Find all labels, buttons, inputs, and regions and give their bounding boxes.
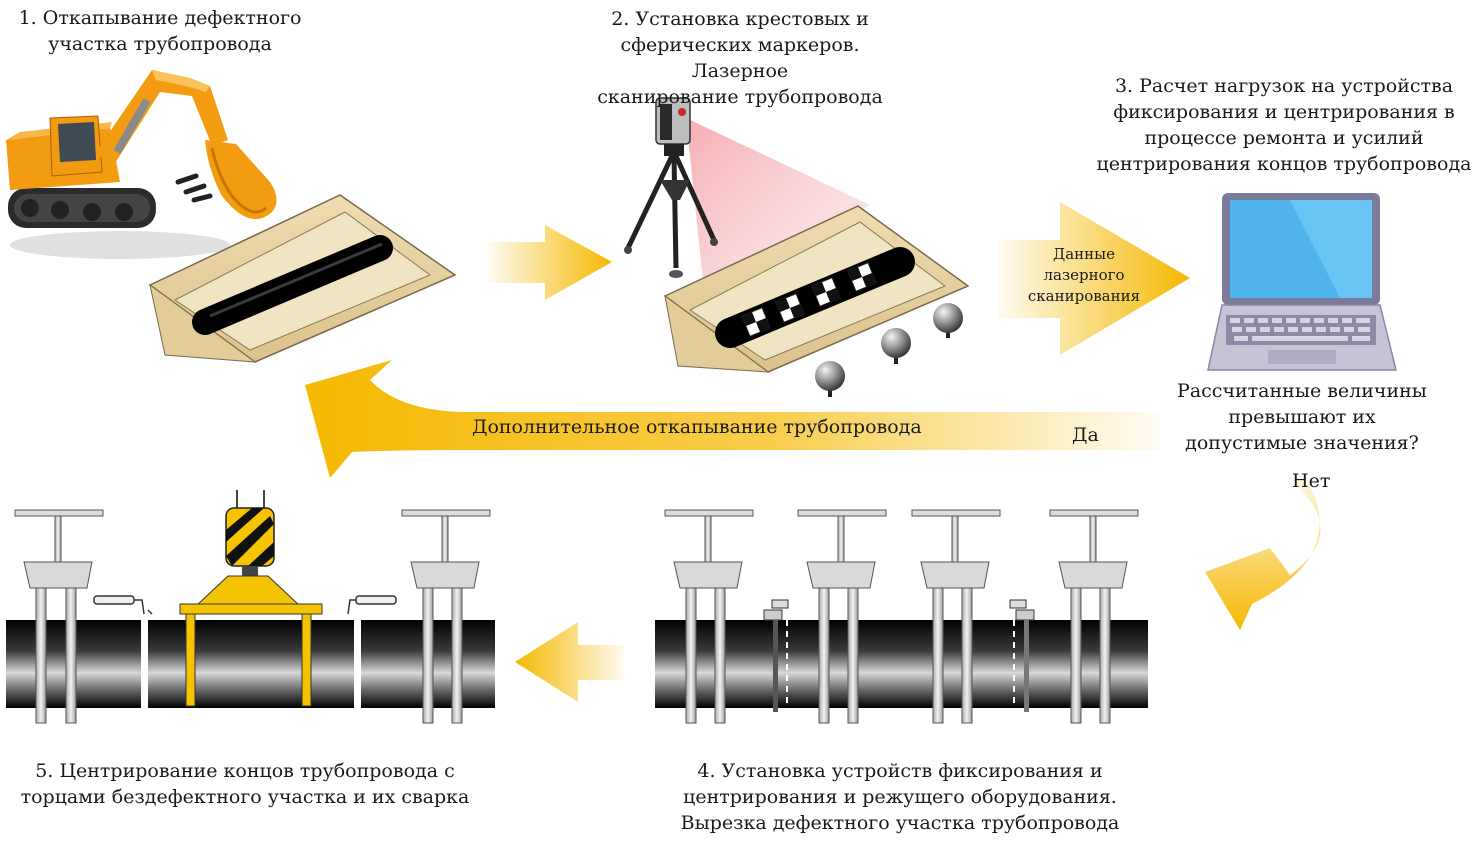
crane-hook-icon [179,490,323,707]
pipeline-step4 [655,620,1148,708]
step-5-label: 5. Центрирование концов трубопровода с т… [20,760,470,808]
trench-2 [663,205,970,373]
yes-label: Да [1072,424,1099,446]
clamp-icon [14,509,491,724]
arrow-step1-to-step2 [488,225,612,300]
arrow-loop-back [305,360,1160,478]
welder-icon [93,595,397,615]
step-3-label: 3. Расчет нагрузок на устройства фиксиро… [1096,75,1472,175]
laser-scanner-icon [624,97,718,278]
pipeline-step5 [6,620,495,708]
trench-1 [148,194,457,363]
no-label: Нет [1292,470,1331,492]
laptop-icon [1207,193,1397,371]
excavator-icon [6,70,277,259]
cross-markers [741,262,877,337]
decision-question: Рассчитанные величины превышают их допус… [1177,380,1427,454]
sphere-markers [815,303,963,397]
arrow-step4-to-step5 [515,622,625,702]
laser-beam [686,118,870,300]
loop-arrow-label: Дополнительное откапывание трубопровода [472,416,922,438]
arrow-step3-to-step4 [1205,478,1321,630]
step-2-label: 2. Установка крестовых и сферических мар… [597,8,883,108]
step-4-label: 4. Установка устройств фиксирования и це… [680,760,1120,834]
clamp-icon [664,509,1139,724]
step-1-label: 1. Откапывание дефектного участка трубоп… [18,7,302,55]
cutter-icon [763,599,1035,712]
data-arrow-label: Данные лазерного сканирования [1027,245,1141,305]
arrow-step2-to-step3 [998,202,1190,355]
